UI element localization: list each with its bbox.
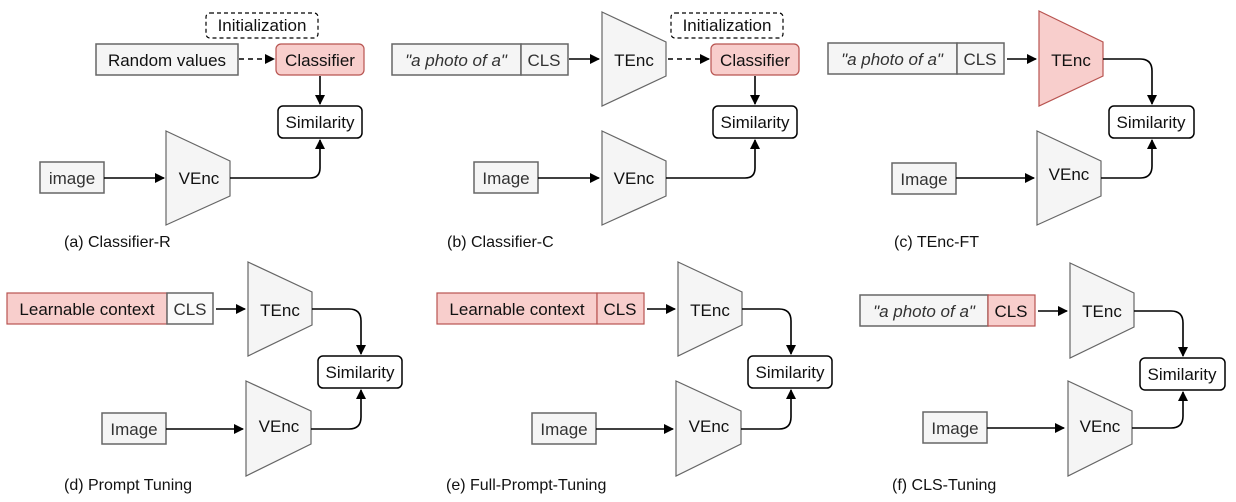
panel-c: "a photo of a" CLS TEnc Similarity Image… — [827, 10, 1195, 251]
initialization-box — [205, 12, 319, 39]
initialization-label: Initialization — [218, 16, 307, 35]
similarity-label: Similarity — [286, 113, 355, 132]
venc-to-similarity-arrow — [1101, 139, 1157, 179]
venc-encoder — [165, 130, 231, 226]
caption-e: (e) Full-Prompt-Tuning — [446, 477, 606, 494]
tenc-label: TEnc — [1082, 302, 1122, 321]
cls-label: CLS — [527, 51, 560, 70]
venc-to-similarity-arrow — [666, 139, 760, 179]
image-label: Image — [482, 169, 529, 188]
prompt-label: "a photo of a" — [405, 51, 508, 70]
cls-label: CLS — [994, 302, 1027, 321]
venc-to-similarity-arrow — [1132, 391, 1188, 429]
similarity-label: Similarity — [1117, 113, 1186, 132]
learnable-context-label: Learnable context — [19, 300, 154, 319]
random-values-box — [95, 43, 239, 76]
prompt-label: "a photo of a" — [841, 50, 944, 69]
prompt-box — [391, 43, 522, 76]
random-values-label: Random values — [108, 51, 226, 70]
similarity-label: Similarity — [721, 113, 790, 132]
prompt-label: "a photo of a" — [873, 302, 976, 321]
image-box — [891, 162, 957, 195]
similarity-box — [1108, 105, 1195, 139]
cls-label: CLS — [603, 300, 636, 319]
similarity-box — [1139, 357, 1226, 391]
tenc-label: TEnc — [260, 301, 300, 320]
venc-encoder — [675, 380, 742, 477]
image-box — [101, 412, 167, 445]
image-label: Image — [931, 419, 978, 438]
image-label: Image — [900, 170, 947, 189]
venc-to-similarity-arrow — [230, 139, 325, 179]
learnable-context-box — [6, 292, 168, 325]
similarity-box — [277, 105, 363, 139]
tenc-encoder — [247, 261, 313, 357]
tenc-label: TEnc — [614, 51, 654, 70]
cls-box — [956, 42, 1005, 75]
tenc-to-similarity-arrow — [742, 308, 796, 355]
tenc-label: TEnc — [690, 301, 730, 320]
venc-label: VEnc — [1080, 417, 1121, 436]
tenc-to-similarity-arrow — [312, 308, 366, 355]
tenc-to-similarity-arrow — [1103, 58, 1157, 105]
cls-label: CLS — [173, 300, 206, 319]
tenc-encoder — [1069, 262, 1135, 359]
tenc-encoder — [677, 261, 743, 357]
panel-e: Learnable context CLS TEnc Similarity Im… — [436, 261, 833, 494]
initialization-label: Initialization — [683, 16, 772, 35]
caption-c: (c) TEnc-FT — [894, 234, 979, 251]
caption-f: (f) CLS-Tuning — [892, 477, 996, 494]
panel-a: Initialization Random values Classifier … — [39, 12, 365, 251]
classifier-label: Classifier — [285, 51, 355, 70]
panel-d: Learnable context CLS TEnc Similarity Im… — [6, 261, 403, 494]
similarity-box — [317, 355, 403, 389]
tenc-encoder — [1038, 10, 1104, 107]
prompt-box — [827, 42, 958, 75]
prompt-box — [859, 294, 989, 327]
venc-label: VEnc — [179, 169, 220, 188]
tenc-label: TEnc — [1051, 51, 1091, 70]
venc-encoder — [1067, 380, 1133, 477]
similarity-label: Similarity — [326, 363, 395, 382]
venc-label: VEnc — [689, 417, 730, 436]
image-label: Image — [110, 420, 157, 439]
similarity-label: Similarity — [756, 363, 825, 382]
similarity-box — [712, 105, 798, 139]
cls-box — [987, 294, 1036, 327]
venc-to-similarity-arrow — [311, 389, 366, 430]
caption-d: (d) Prompt Tuning — [64, 477, 192, 494]
classifier-box — [275, 43, 365, 76]
cls-box — [520, 43, 569, 76]
classifier-label: Classifier — [720, 51, 790, 70]
tenc-encoder — [601, 11, 667, 107]
image-box — [922, 411, 988, 444]
image-label: image — [49, 169, 95, 188]
panel-f: "a photo of a" CLS TEnc Similarity Image… — [859, 262, 1226, 494]
venc-label: VEnc — [259, 417, 300, 436]
learnable-context-label: Learnable context — [449, 300, 584, 319]
similarity-box — [747, 355, 833, 389]
learnable-context-box — [436, 292, 598, 325]
initialization-box — [670, 12, 784, 39]
venc-encoder — [601, 130, 667, 226]
similarity-label: Similarity — [1148, 365, 1217, 384]
caption-b: (b) Classifier-C — [447, 234, 554, 251]
image-label: Image — [540, 420, 587, 439]
venc-encoder — [245, 380, 312, 477]
cls-box — [596, 292, 645, 325]
cls-label: CLS — [963, 50, 996, 69]
panel-b: "a photo of a" CLS TEnc Initialization C… — [391, 11, 800, 251]
venc-label: VEnc — [1049, 165, 1090, 184]
venc-to-similarity-arrow — [741, 389, 796, 430]
venc-label: VEnc — [614, 169, 655, 188]
caption-a: (a) Classifier-R — [64, 234, 171, 251]
tenc-to-similarity-arrow — [1134, 310, 1188, 357]
cls-box — [166, 292, 214, 325]
classifier-box — [710, 43, 800, 76]
venc-encoder — [1036, 130, 1102, 226]
